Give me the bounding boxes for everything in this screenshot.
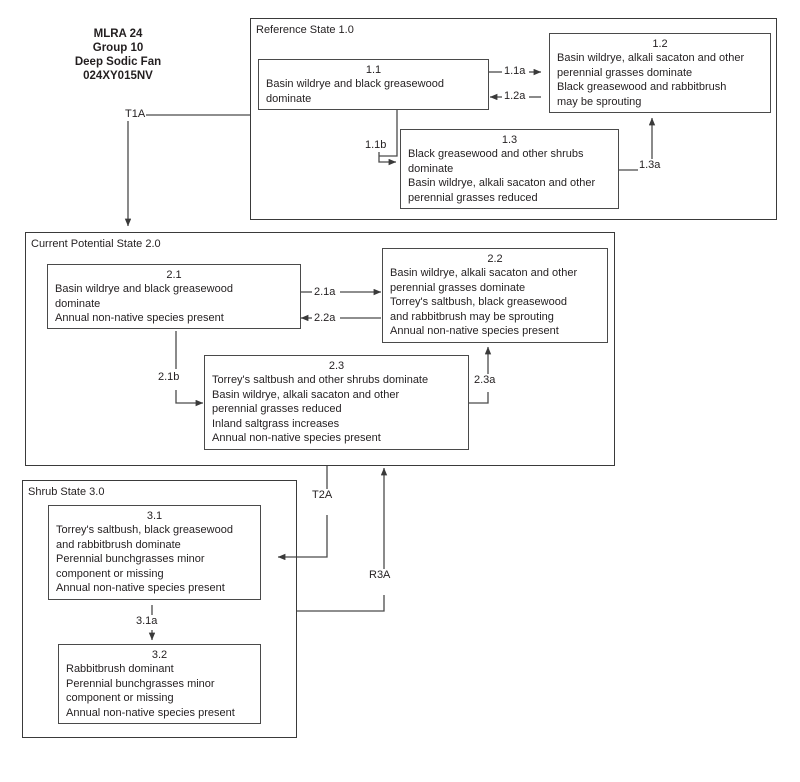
pathway-label-2-2a: 2.2a — [313, 312, 337, 325]
transition-R3A-path — [297, 595, 385, 612]
ecological-site-title: MLRA 24 Group 10 Deep Sodic Fan 024XY015… — [74, 28, 162, 82]
pathway-label-1-3a: 1.3a — [638, 159, 662, 172]
phase-text-1-2: Basin wildrye, alkali sacaton and other … — [557, 52, 745, 108]
phase-box-1-2[interactable]: 1.2 Basin wildrye, alkali sacaton and ot… — [549, 33, 771, 113]
phase-number-1-1: 1.1 — [365, 64, 382, 76]
phase-text-3-2: Rabbitbrush dominant Perennial bunchgras… — [66, 663, 235, 719]
phase-number-2-3: 2.3 — [328, 360, 345, 372]
phase-text-2-2: Basin wildrye, alkali sacaton and other … — [390, 267, 578, 337]
state-label-current-potential-2-0: Current Potential State 2.0 — [31, 238, 161, 250]
phase-box-1-1[interactable]: 1.1 Basin wildrye and black greasewood d… — [258, 59, 489, 110]
state-box-reference-1-0 — [250, 18, 777, 220]
phase-text-2-1: Basin wildrye and black greasewood domin… — [55, 283, 233, 324]
phase-text-1-3: Black greasewood and other shrubs domina… — [408, 148, 596, 204]
transition-label-T2A: T2A — [311, 489, 334, 502]
phase-box-2-1[interactable]: 2.1 Basin wildrye and black greasewood d… — [47, 264, 301, 329]
transition-label-R3A: R3A — [368, 569, 392, 582]
pathway-label-3-1a: 3.1a — [135, 615, 159, 628]
state-label-reference-1-0: Reference State 1.0 — [256, 24, 354, 36]
phase-box-2-3[interactable]: 2.3 Torrey's saltbush and other shrubs d… — [204, 355, 469, 450]
phase-number-1-2: 1.2 — [652, 38, 668, 50]
phase-text-3-1: Torrey's saltbush, black greasewood and … — [56, 524, 233, 594]
phase-number-3-1: 3.1 — [146, 510, 163, 522]
pathway-label-2-3a: 2.3a — [473, 374, 497, 387]
transition-label-T1A: T1A — [124, 108, 147, 121]
phase-number-2-2: 2.2 — [487, 253, 503, 265]
phase-box-1-3[interactable]: 1.3 Black greasewood and other shrubs do… — [400, 129, 619, 209]
pathway-label-1-1b: 1.1b — [364, 139, 388, 152]
state-box-current-potential-2-0 — [25, 232, 615, 466]
pathway-label-2-1a: 2.1a — [313, 286, 337, 299]
phase-box-3-2[interactable]: 3.2 Rabbitbrush dominant Perennial bunch… — [58, 644, 261, 724]
phase-box-2-2[interactable]: 2.2 Basin wildrye, alkali sacaton and ot… — [382, 248, 608, 343]
phase-box-3-1[interactable]: 3.1 Torrey's saltbush, black greasewood … — [48, 505, 261, 600]
pathway-label-2-1b: 2.1b — [157, 371, 181, 384]
state-box-shrub-3-0 — [22, 480, 297, 738]
pathway-label-1-2a: 1.2a — [503, 90, 527, 103]
phase-number-3-2: 3.2 — [151, 649, 168, 661]
phase-number-2-1: 2.1 — [166, 269, 182, 281]
phase-text-2-3: Torrey's saltbush and other shrubs domin… — [212, 374, 429, 444]
transition-T1A-path — [124, 114, 250, 227]
state-label-shrub-3-0: Shrub State 3.0 — [28, 486, 105, 498]
pathway-label-1-1a: 1.1a — [503, 65, 527, 78]
phase-text-1-1: Basin wildrye and black greasewood domin… — [266, 78, 444, 105]
phase-number-1-3: 1.3 — [501, 134, 518, 146]
